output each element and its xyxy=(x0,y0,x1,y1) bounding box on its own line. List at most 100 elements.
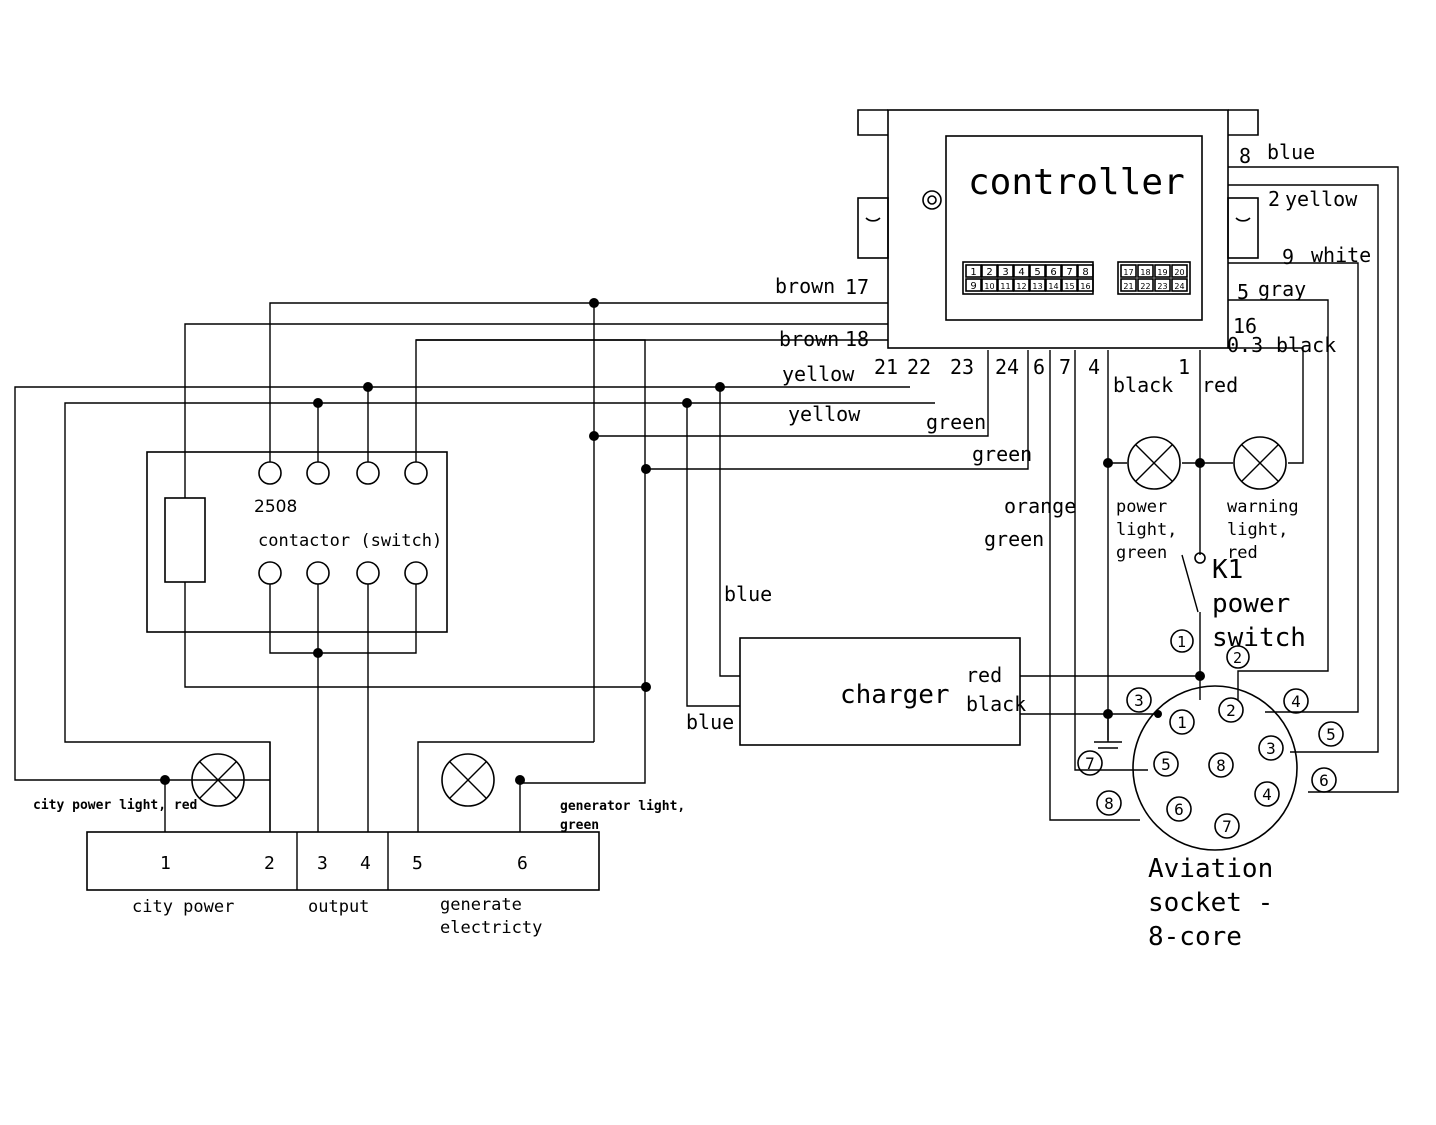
city-power-lamp xyxy=(191,753,245,807)
controller-pin-15-cell xyxy=(1061,278,1078,292)
controller-pin-22: 22 xyxy=(1140,282,1150,291)
controller-pin-18-cell xyxy=(1137,264,1154,278)
controller-pin-7-cell xyxy=(1061,264,1078,278)
controller-pin-20: 20 xyxy=(1174,268,1184,277)
controller-pin-15: 15 xyxy=(1064,282,1074,291)
controller-pin-20-cell xyxy=(1171,264,1188,278)
right-black: black xyxy=(1276,333,1336,357)
label-green-2: green xyxy=(972,442,1032,466)
controller-pin-9: 9 xyxy=(970,281,976,292)
switch-contact xyxy=(1194,552,1206,564)
terminal-4: 4 xyxy=(360,853,371,874)
socket-inner-pin-4: 4 xyxy=(1262,785,1272,804)
controller-pin-11: 11 xyxy=(1000,282,1010,291)
label-green-1: green xyxy=(926,410,986,434)
controller-pin-1: 1 xyxy=(970,267,976,278)
group-generate: generate xyxy=(440,895,522,915)
switch-pin-2-circle xyxy=(1226,645,1250,669)
socket-outer-pin-8-circle xyxy=(1096,790,1122,816)
controller-pin-2-cell xyxy=(981,264,998,278)
switch-power: power xyxy=(1212,589,1290,619)
charger-label: charger xyxy=(840,680,950,710)
socket-title-1: Aviation xyxy=(1148,854,1273,884)
controller-pin-24: 24 xyxy=(1174,282,1184,291)
socket-inner-pin-7: 7 xyxy=(1222,817,1232,836)
right-gray: gray xyxy=(1258,277,1306,301)
generator-light-2: green xyxy=(560,818,599,833)
right-pin-9: 9 xyxy=(1282,245,1294,269)
socket-inner-pin-2-circle xyxy=(1218,697,1244,723)
label-brown-17: brown xyxy=(775,274,835,298)
generator-lamp xyxy=(441,753,495,807)
socket-inner-pin-2: 2 xyxy=(1226,701,1236,720)
charger-black: black xyxy=(966,692,1026,716)
label-yellow-2: yellow xyxy=(788,402,861,426)
controller-pin-12-cell xyxy=(1013,278,1030,292)
city-light-label: city power light, red xyxy=(33,798,197,813)
bottom-pin-6: 6 xyxy=(1033,355,1045,379)
charger-red: red xyxy=(966,663,1002,687)
socket-inner-pin-5-circle xyxy=(1153,751,1179,777)
controller-pin-18: 18 xyxy=(1140,268,1150,277)
controller-pin-7: 7 xyxy=(1066,267,1072,278)
socket-inner-pin-4-circle xyxy=(1254,781,1280,807)
group-output: output xyxy=(308,897,369,917)
terminal-6: 6 xyxy=(517,853,528,874)
socket-inner-pin-5: 5 xyxy=(1161,755,1171,774)
terminal-3: 3 xyxy=(317,853,328,874)
controller-pin-13: 13 xyxy=(1032,282,1042,291)
socket-outer-pin-7-circle xyxy=(1077,750,1103,776)
right-pin-5: 5 xyxy=(1237,280,1249,304)
right-yellow: yellow xyxy=(1285,187,1358,211)
controller-pin-23-cell xyxy=(1154,278,1171,292)
socket-inner-pin-8: 8 xyxy=(1216,756,1226,775)
switch-pin-1: 1 xyxy=(1177,633,1186,651)
junction-dots xyxy=(160,298,1205,785)
controller-pin-12: 12 xyxy=(1016,282,1026,291)
right-blue: blue xyxy=(1267,140,1315,164)
label-pin-17: 17 xyxy=(845,275,869,299)
socket-outer-pin-3-circle xyxy=(1126,687,1152,713)
power-light-2: light, xyxy=(1116,520,1177,540)
controller-pin-21: 21 xyxy=(1123,282,1133,291)
right-pin-2: 2 xyxy=(1268,187,1280,211)
terminal-5: 5 xyxy=(412,853,423,874)
controller-pin-13-cell xyxy=(1029,278,1046,292)
controller-pin-21-cell xyxy=(1120,278,1137,292)
controller-pin-24-cell xyxy=(1171,278,1188,292)
label-orange: orange xyxy=(1004,494,1076,518)
controller-pin-9-cell xyxy=(965,278,982,292)
bottom-pin-4: 4 xyxy=(1088,355,1100,379)
group-electricty: electricty xyxy=(440,918,542,938)
power-light-lamp xyxy=(1127,436,1181,490)
label-blue-2: blue xyxy=(686,710,734,734)
bottom-pin-24: 24 xyxy=(995,355,1019,379)
socket-outer-pin-7: 7 xyxy=(1085,754,1095,773)
label-red: red xyxy=(1202,373,1238,397)
power-light-1: power xyxy=(1116,497,1167,517)
right-pin-16: 16 xyxy=(1233,314,1257,338)
power-light-3: green xyxy=(1116,543,1167,563)
label-black: black xyxy=(1113,373,1173,397)
controller-pin-5: 5 xyxy=(1034,267,1040,278)
socket-outer-pin-8: 8 xyxy=(1104,794,1114,813)
controller-title: controller xyxy=(968,162,1185,203)
warning-light-3: red xyxy=(1227,543,1258,563)
generator-light-1: generator light, xyxy=(560,799,685,814)
controller-pin-4-cell xyxy=(1013,264,1030,278)
controller-pin-16: 16 xyxy=(1080,282,1090,291)
controller-pin-14: 14 xyxy=(1048,282,1058,291)
controller-pin-16-cell xyxy=(1077,278,1094,292)
label-blue-1: blue xyxy=(724,582,772,606)
right-pin-8: 8 xyxy=(1239,144,1251,168)
socket-outer-pin-5-circle xyxy=(1318,721,1344,747)
controller-pin-5-cell xyxy=(1029,264,1046,278)
terminal-block: 1 2 3 4 5 6 city power output generate e… xyxy=(86,831,600,938)
terminal-2: 2 xyxy=(264,853,275,874)
controller-pin-1-cell xyxy=(965,264,982,278)
switch-pin-2: 2 xyxy=(1233,649,1242,667)
socket-outer-pin-4: 4 xyxy=(1291,692,1301,711)
